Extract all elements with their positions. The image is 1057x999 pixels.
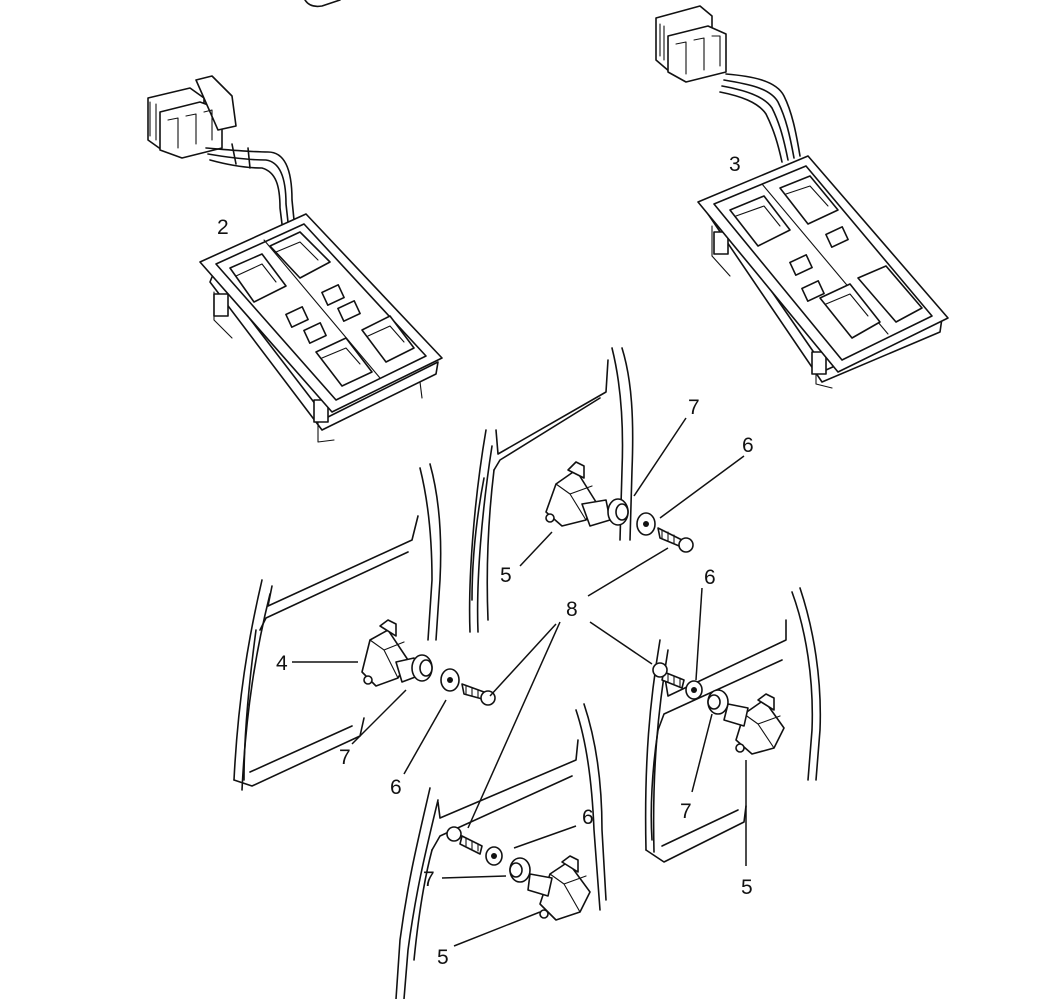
door-outline-front-left bbox=[233, 463, 442, 791]
leader-lines bbox=[292, 417, 747, 947]
callout-6-left: 6 bbox=[390, 776, 402, 799]
window-switch-pack-4-switch bbox=[147, 75, 443, 443]
callout-6-rear-lower: 6 bbox=[704, 566, 716, 589]
lock-actuator-rear-lower bbox=[652, 662, 785, 755]
wiring-harness-left bbox=[205, 143, 295, 225]
callout-3: 3 bbox=[729, 153, 741, 176]
callout-6-rear-upper: 6 bbox=[742, 434, 754, 457]
callout-4: 4 bbox=[276, 652, 288, 675]
callout-2: 2 bbox=[217, 216, 229, 239]
door-outline-rear-right bbox=[644, 587, 822, 863]
callout-7-front-lower: 7 bbox=[423, 868, 435, 891]
door-outline-rear-upper bbox=[468, 347, 634, 633]
partial-part-top bbox=[304, 0, 341, 8]
switch-pack-body-left bbox=[199, 213, 443, 443]
callout-5-front-lower: 5 bbox=[437, 946, 449, 969]
callout-7-rear-upper: 7 bbox=[688, 396, 700, 419]
callout-5-rear-lower: 5 bbox=[741, 876, 753, 899]
wiring-harness-right bbox=[719, 73, 801, 163]
wiring-connector-left bbox=[147, 75, 237, 159]
callout-7-rear-lower: 7 bbox=[680, 800, 692, 823]
lock-actuator-rear-upper bbox=[545, 461, 694, 553]
switch-pack-body-right bbox=[697, 155, 949, 389]
wiring-connector-right bbox=[655, 5, 727, 83]
callout-8: 8 bbox=[566, 598, 578, 621]
callout-labels: 2 3 4 5 5 5 6 6 6 6 7 7 7 7 8 bbox=[217, 153, 754, 969]
callout-6-front-lower: 6 bbox=[582, 806, 594, 829]
door-outline-front-lower bbox=[395, 703, 607, 999]
callout-5-rear-upper: 5 bbox=[500, 564, 512, 587]
window-switch-pack-3-switch bbox=[655, 5, 949, 389]
callout-7-left: 7 bbox=[339, 746, 351, 769]
lock-actuator-left bbox=[361, 619, 496, 706]
lock-actuator-front-lower bbox=[446, 826, 591, 921]
